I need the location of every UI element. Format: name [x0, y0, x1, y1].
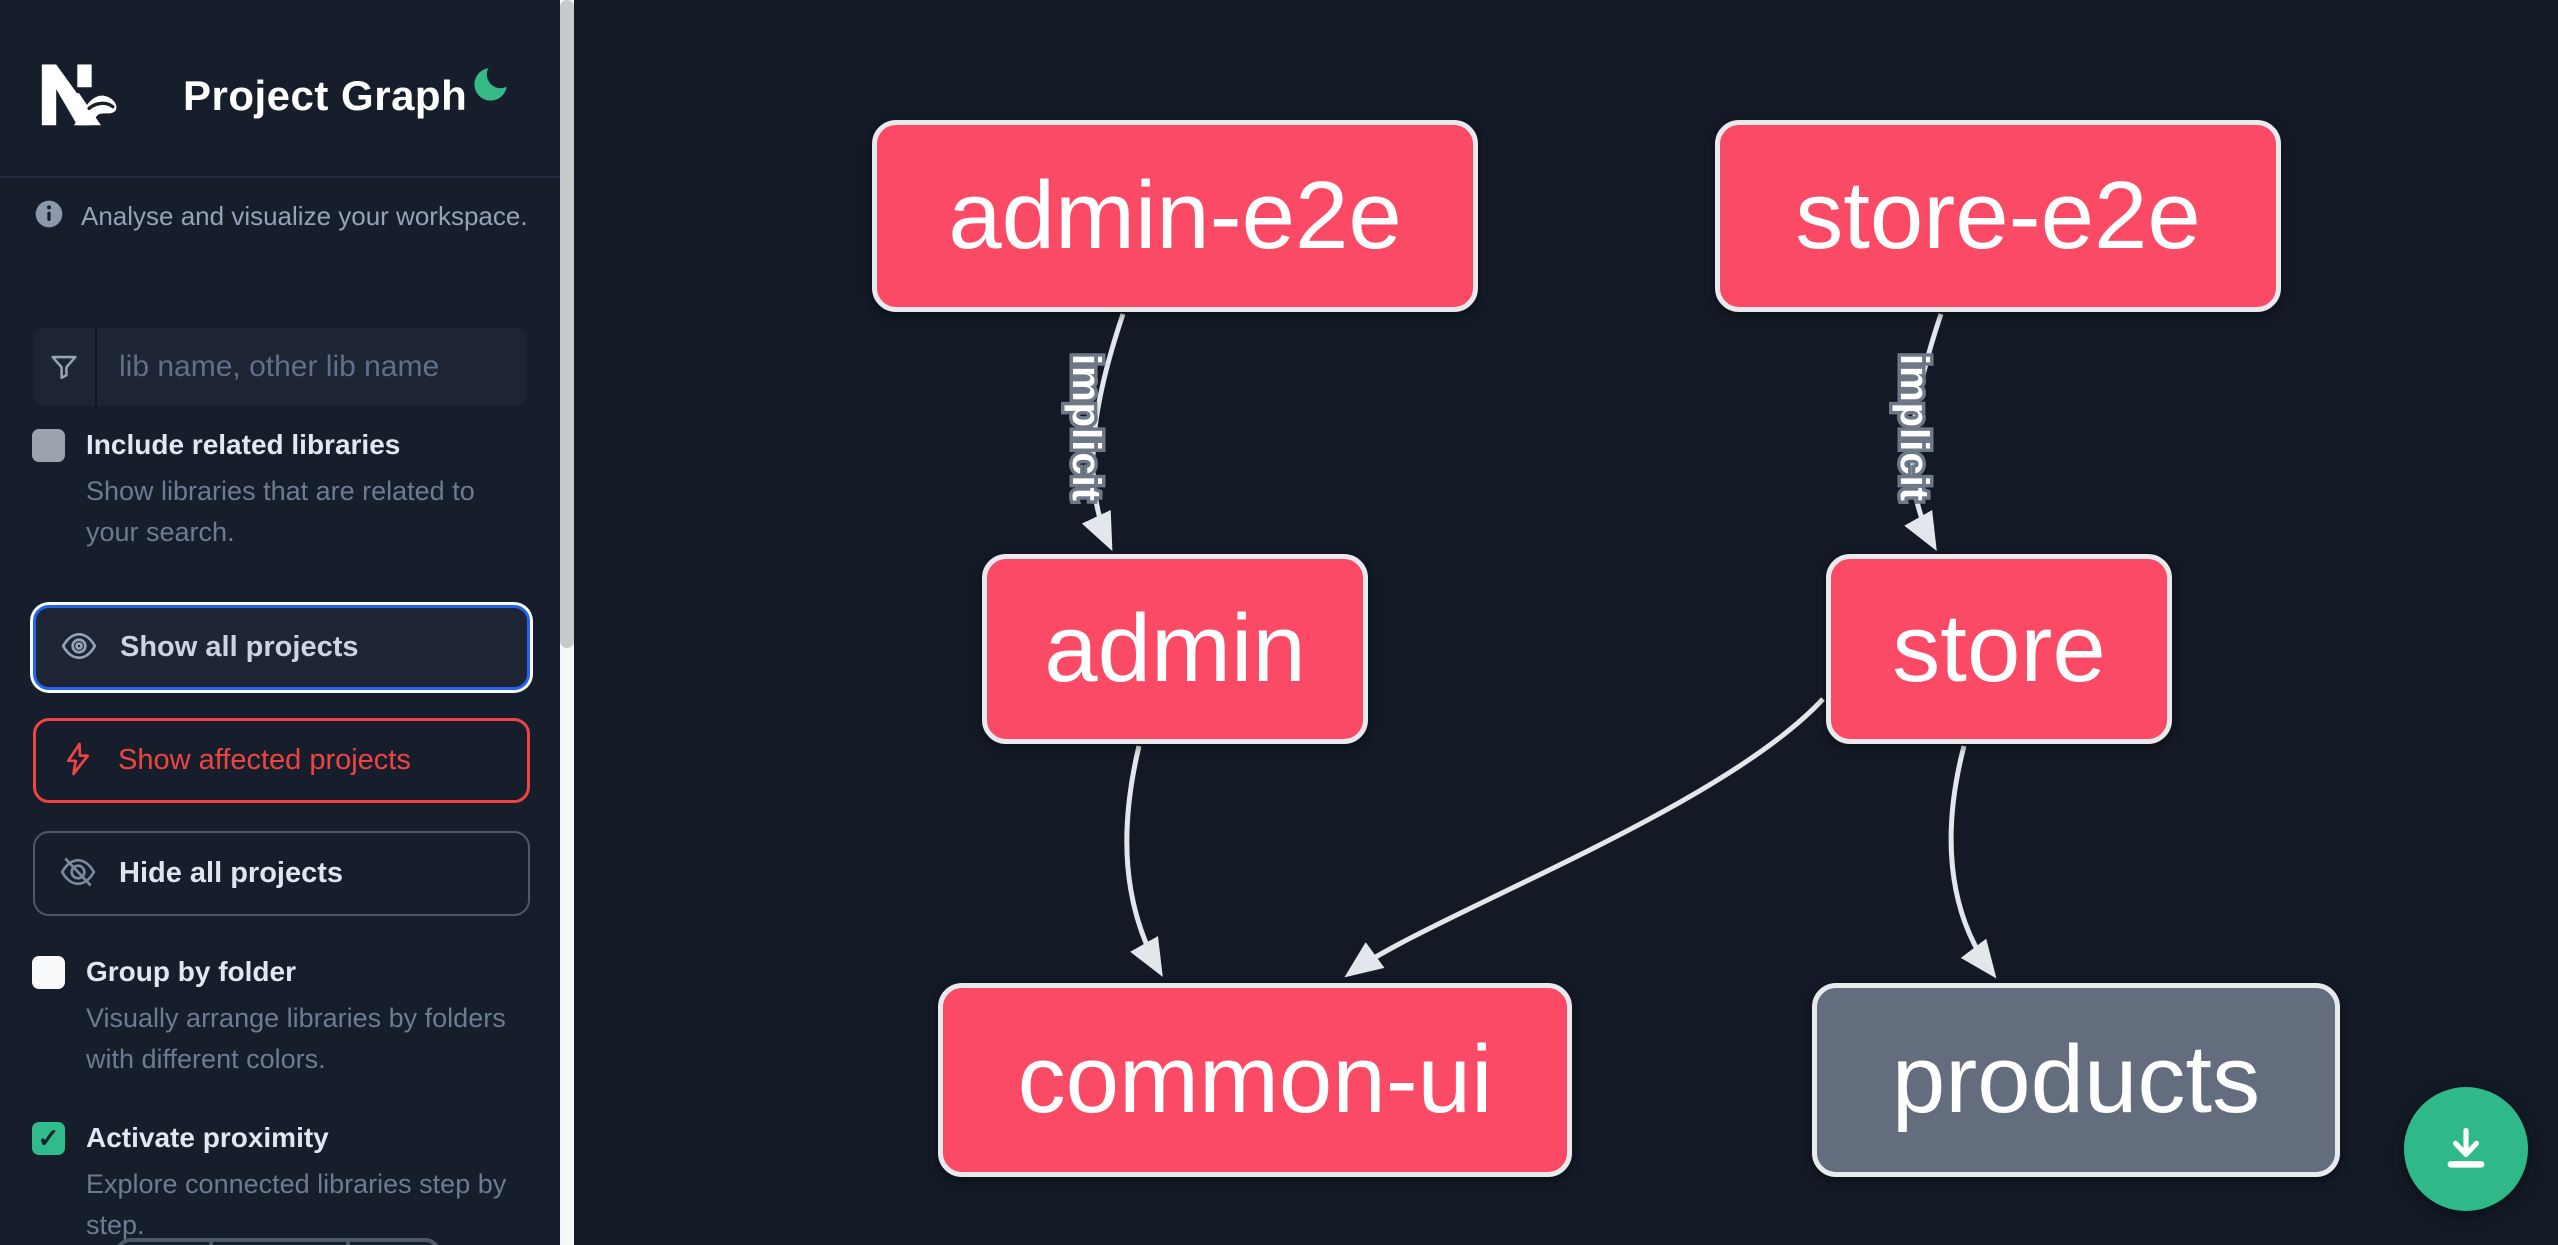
lightning-bolt-icon [60, 741, 96, 780]
hide-all-projects-label: Hide all projects [119, 857, 344, 889]
include-related-description: Show libraries that are related to your … [86, 476, 475, 547]
show-affected-projects-label: Show affected projects [118, 744, 411, 776]
checkbox-row-group-by-folder[interactable]: Group by folder Visually arrange librari… [32, 954, 532, 1080]
activate-proximity-description: Explore connected libraries step by step… [86, 1169, 507, 1240]
show-affected-projects-button[interactable]: Show affected projects [33, 718, 530, 803]
graph-node-store-e2e[interactable]: store-e2e [1715, 120, 2281, 312]
graph-node-admin[interactable]: admin [982, 554, 1368, 744]
checkbox-row-activate-proximity[interactable]: ✓ Activate proximity Explore connected l… [32, 1120, 532, 1245]
moon-icon [470, 67, 512, 108]
search-input[interactable] [97, 328, 527, 406]
download-graph-button[interactable] [2404, 1087, 2528, 1211]
proximity-stepper[interactable] [115, 1238, 441, 1245]
eye-off-icon [59, 853, 97, 894]
graph-node-admin-e2e[interactable]: admin-e2e [872, 120, 1478, 312]
download-icon [2438, 1120, 2494, 1179]
graph-node-label: admin-e2e [948, 162, 1402, 269]
graph-node-label: store [1892, 595, 2106, 702]
search-box [33, 328, 527, 406]
nx-logo [28, 56, 130, 132]
hide-all-projects-button[interactable]: Hide all projects [33, 831, 530, 916]
page-title: Project Graph [183, 72, 468, 119]
stepper-value-segment [213, 1242, 350, 1245]
graph-node-label: store-e2e [1795, 162, 2201, 269]
group-by-folder-description: Visually arrange libraries by folders wi… [86, 1003, 506, 1074]
filter-icon [33, 328, 97, 406]
sidebar: Project Graph Analyse and visualize your… [0, 0, 560, 1245]
checkbox-row-include-related[interactable]: Include related libraries Show libraries… [32, 427, 532, 553]
include-related-checkbox[interactable] [32, 429, 65, 462]
show-all-projects-label: Show all projects [120, 631, 359, 663]
tagline-row: Analyse and visualize your workspace. [33, 198, 533, 235]
show-all-projects-button[interactable]: Show all projects [33, 605, 530, 690]
group-by-folder-label: Group by folder [86, 956, 296, 987]
graph-node-common-ui[interactable]: common-ui [938, 983, 1572, 1177]
include-related-label: Include related libraries [86, 429, 401, 460]
activate-proximity-label: Activate proximity [86, 1122, 329, 1153]
graph-node-store[interactable]: store [1826, 554, 2172, 744]
info-icon [33, 198, 65, 235]
sidebar-scrollbar[interactable] [560, 0, 574, 1245]
graph-node-label: admin [1044, 595, 1306, 702]
graph-node-products[interactable]: products [1812, 983, 2340, 1177]
stepper-decrement-segment[interactable] [119, 1242, 213, 1245]
graph-node-label: common-ui [1017, 1026, 1493, 1133]
eye-icon [60, 627, 98, 668]
activate-proximity-checkbox[interactable]: ✓ [32, 1122, 65, 1155]
group-by-folder-checkbox[interactable] [32, 956, 65, 989]
header-divider [0, 176, 560, 178]
tagline-text: Analyse and visualize your workspace. [81, 201, 528, 231]
theme-toggle-button[interactable] [468, 62, 514, 108]
sidebar-scrollbar-thumb[interactable] [560, 0, 574, 648]
graph-node-label: products [1891, 1026, 2261, 1133]
